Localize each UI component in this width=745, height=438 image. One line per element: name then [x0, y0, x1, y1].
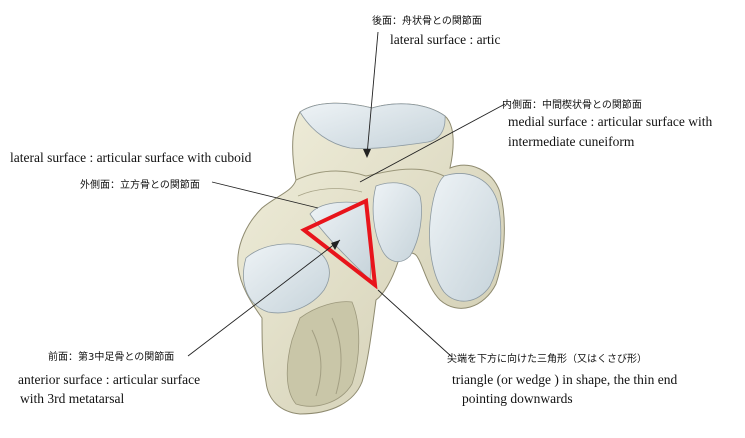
lateral-facet	[243, 243, 330, 314]
medial-facet	[429, 173, 502, 302]
arrowhead-anterior	[331, 240, 340, 250]
posterior-label-en: lateral surface : artic	[390, 32, 501, 47]
lateral-label-jp: 外側面：立方骨との関節面	[80, 180, 200, 191]
leader-anterior	[187, 239, 341, 357]
bone-shadow-lower	[286, 301, 360, 407]
wedge-triangle-outline	[300, 198, 378, 290]
anterior-label-en-1: anterior surface : articular surface	[18, 372, 201, 387]
leader-lines	[187, 31, 506, 358]
shape-label-en-1: triangle (or wedge ) in shape, the thin …	[452, 372, 678, 387]
anterior-label-en-2: with 3rd metatarsal	[20, 391, 125, 406]
lateral-label-en: lateral surface : articular surface with…	[10, 150, 252, 165]
leader-posterior	[366, 31, 379, 156]
bone-ridge-1	[311, 329, 322, 397]
medial-label-en-1: medial surface : articular surface with	[508, 114, 713, 129]
bone-ridge-2	[331, 317, 342, 395]
posterior-label-jp: 後面：舟状骨との関節面	[372, 16, 482, 27]
medial-label-en-2: intermediate cuneiform	[508, 134, 635, 149]
leader-lateral	[211, 181, 319, 209]
leader-medial	[359, 103, 506, 183]
bone-seam-2	[297, 188, 363, 197]
shape-label-jp: 尖端を下方に向けた三角形（又はくさび形）	[447, 354, 647, 365]
anterior-label-jp: 前面：第3中足骨との関節面	[48, 352, 175, 363]
shape-label-en-2: pointing downwards	[462, 391, 573, 406]
leader-shape	[377, 289, 453, 358]
arrowhead-posterior	[363, 149, 371, 158]
posterior-facet	[299, 102, 446, 149]
bone-seam-1	[295, 168, 445, 181]
medial-label-jp: 内側面：中間楔状骨との関節面	[502, 100, 642, 111]
middle-facet	[372, 182, 422, 263]
